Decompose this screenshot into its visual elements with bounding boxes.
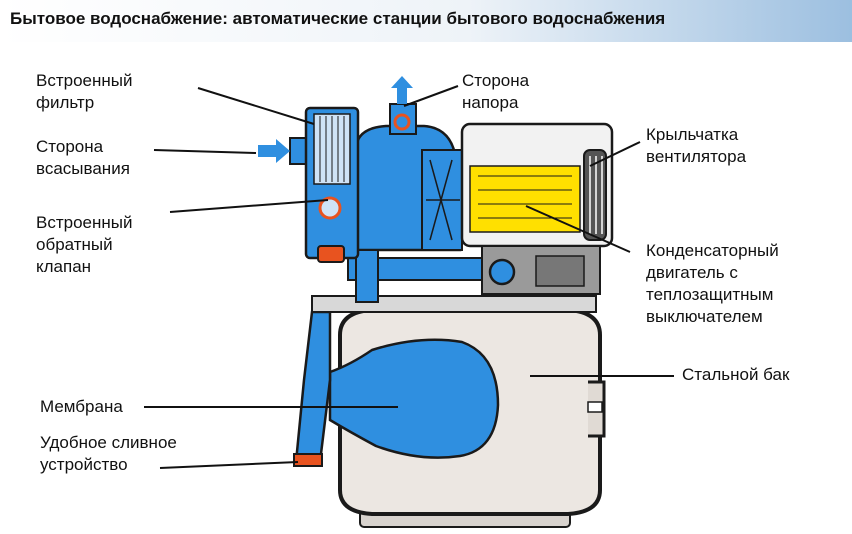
drain-pipe — [293, 310, 332, 467]
outlet-arrow — [391, 76, 413, 104]
label-fan-impeller: Крыльчатка вентилятора — [646, 125, 747, 166]
label-membrane: Мембрана — [40, 397, 123, 416]
filter-column — [289, 106, 360, 263]
base-plate — [311, 295, 597, 313]
label-pressure-side: Сторона напора — [462, 71, 530, 112]
leader-lines — [144, 85, 674, 469]
impeller — [421, 149, 463, 251]
title-bar: Бытовое водоснабжение: автоматические ст… — [0, 0, 852, 42]
label-suction-side: Сторона всасывания — [36, 137, 130, 178]
page-title: Бытовое водоснабжение: автоматические ст… — [10, 9, 666, 28]
label-check-valve: Встроенный обратный клапан — [36, 213, 133, 276]
label-steel-tank: Стальной бак — [682, 365, 790, 384]
label-motor: Конденсаторный двигатель с теплозащитным… — [646, 241, 779, 326]
label-builtin-filter: Встроенный фильтр — [36, 71, 133, 112]
inlet-arrow — [258, 139, 290, 163]
membrane — [328, 338, 500, 459]
label-drain: Удобное сливное устройство — [40, 433, 177, 474]
motor-housing — [460, 122, 614, 295]
